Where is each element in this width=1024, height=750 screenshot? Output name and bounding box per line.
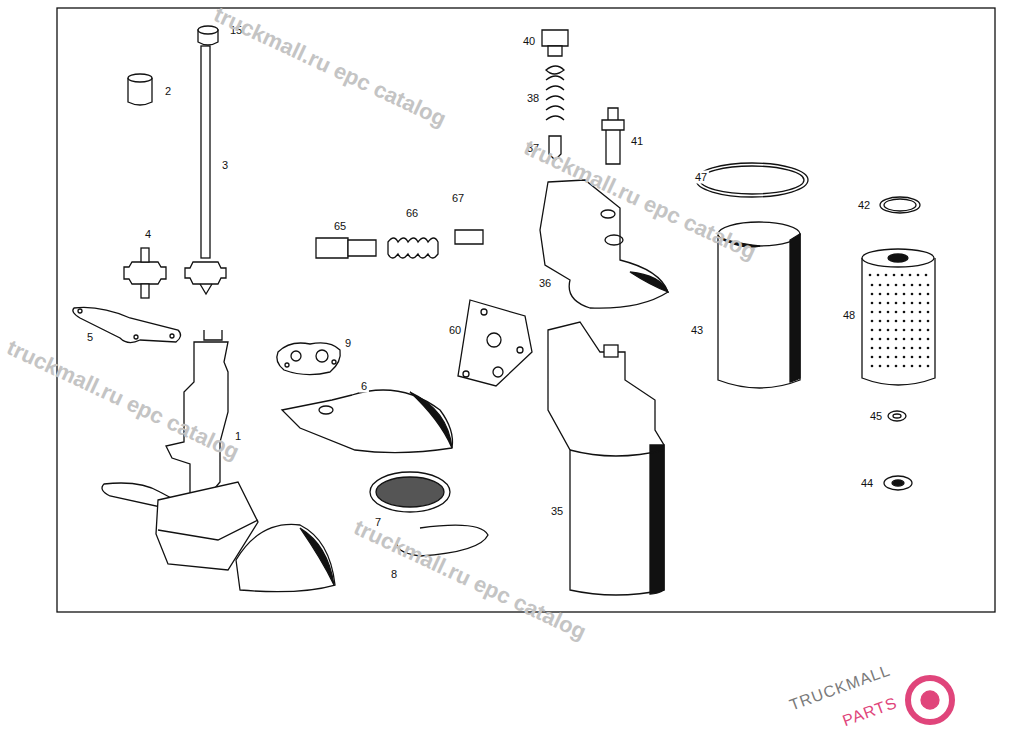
- callout-number: 44: [859, 477, 875, 490]
- callout-number: 47: [693, 171, 709, 184]
- watermark: truckmall.ru epc catalog: [211, 4, 450, 131]
- callout-number: 40: [521, 35, 537, 48]
- watermark: truckmall.ru epc catalog: [521, 137, 760, 264]
- logo-text: PARTS: [841, 695, 900, 729]
- callout-number: 4: [143, 228, 153, 241]
- callout-number: 41: [629, 135, 645, 148]
- callout-number: 48: [841, 309, 857, 322]
- callout-number: 3: [220, 159, 230, 172]
- watermark: truckmall.ru epc catalog: [351, 517, 590, 644]
- frame: [57, 8, 995, 612]
- callout-number: 67: [450, 192, 466, 205]
- callout-number: 38: [525, 92, 541, 105]
- callout-number: 42: [856, 199, 872, 212]
- callout-number: 65: [332, 220, 348, 233]
- callout-number: 6: [359, 380, 369, 393]
- callout-number: 36: [537, 277, 553, 290]
- filter-holes: [869, 274, 930, 368]
- callout-number: 35: [549, 505, 565, 518]
- callout-number: 8: [389, 568, 399, 581]
- callout-number: 2: [163, 85, 173, 98]
- callout-number: 66: [404, 207, 420, 220]
- callout-number: 43: [689, 324, 705, 337]
- callout-number: 5: [85, 331, 95, 344]
- callout-number: 9: [343, 337, 353, 350]
- callout-number: 60: [447, 324, 463, 337]
- watermark: truckmall.ru epc catalog: [4, 337, 243, 464]
- callout-number: 45: [868, 410, 884, 423]
